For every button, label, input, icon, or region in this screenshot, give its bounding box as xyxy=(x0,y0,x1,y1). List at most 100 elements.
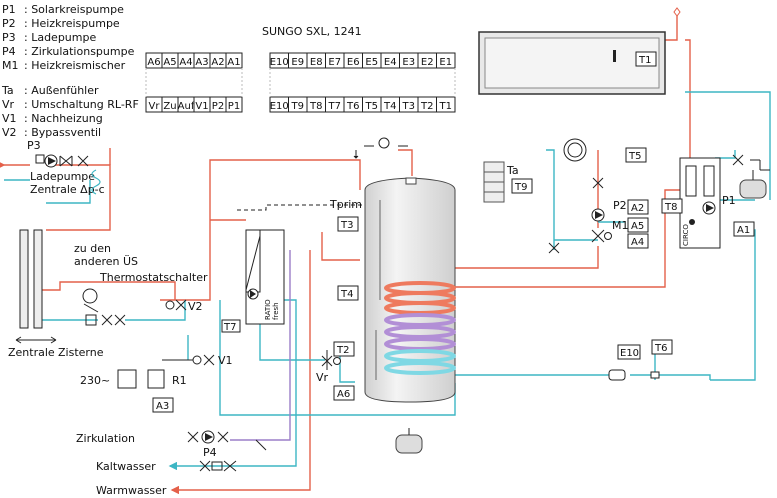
valve-v1-icon: V1 xyxy=(162,354,233,367)
terminal-label: E10 xyxy=(270,57,289,68)
t9-label: T9 xyxy=(514,182,527,193)
pump-p4: P4 xyxy=(187,430,229,459)
controller-title: SUNGO SXL, 1241 xyxy=(262,25,362,38)
legend-code: Vr xyxy=(2,98,15,111)
hot-pipe xyxy=(36,281,176,300)
cold-pipe xyxy=(546,149,555,250)
p2-label: P2 xyxy=(613,199,627,212)
terminal-label: E6 xyxy=(347,57,360,68)
zisterne-label: Zisterne xyxy=(58,346,104,359)
terminal-label: Vr xyxy=(149,101,161,112)
outdoor-sensor-ta: Ta T9 xyxy=(483,161,533,203)
terminal-label: E3 xyxy=(402,57,415,68)
legend-code: P1 xyxy=(2,3,16,16)
legend: P1: Solarkreispumpe P2: Heizkreispumpe P… xyxy=(1,3,139,139)
terminal-cell xyxy=(225,52,243,69)
expansion-vessel-icon xyxy=(395,428,423,454)
hot-pipe-solar-supply xyxy=(685,39,691,170)
cold-pipe xyxy=(46,180,91,204)
terminal-cell xyxy=(436,52,456,69)
zentrale-label: Zentrale xyxy=(8,346,55,359)
a6-box xyxy=(333,385,355,401)
legend-code: P3 xyxy=(2,31,16,44)
a3-label: A3 xyxy=(156,401,169,412)
zentrale-manifold xyxy=(15,229,57,344)
legend-text: : Heizkreismischer xyxy=(24,59,126,72)
pump-p3: P3 xyxy=(27,139,89,168)
tprim-signal-line xyxy=(237,204,364,211)
hot-pipe xyxy=(321,232,360,261)
terminal-label: A1 xyxy=(227,57,240,68)
t8-label: T8 xyxy=(664,202,677,213)
legend-text: : Nachheizung xyxy=(24,112,103,125)
terminal-label: P2 xyxy=(212,101,224,112)
terminal-label: E5 xyxy=(365,57,378,68)
terminal-label: T1 xyxy=(439,101,452,112)
ratio-fresh-station: RATIO fresh xyxy=(245,229,285,325)
terminal-label: E7 xyxy=(328,57,341,68)
terminal-label: V1 xyxy=(195,101,208,112)
legend-code: Ta xyxy=(1,84,14,97)
t6-label: T6 xyxy=(654,343,667,354)
vr-label: Vr xyxy=(316,371,329,384)
t8-box xyxy=(661,198,683,214)
mixer-m1: M1 xyxy=(591,219,629,243)
legend-code: V1 xyxy=(2,112,17,125)
valve-icon xyxy=(548,242,560,254)
legend-text: : Ladepumpe xyxy=(24,31,96,44)
terminal-label: P1 xyxy=(228,101,240,112)
air-vent-icon xyxy=(673,7,681,17)
terminal-label: E4 xyxy=(384,57,397,68)
terminal-label: T7 xyxy=(328,101,341,112)
cold-pipe xyxy=(630,374,711,380)
p1-label: P1 xyxy=(722,194,736,207)
t1-box xyxy=(635,51,657,67)
terminal-label: T2 xyxy=(420,101,433,112)
hot-pipe-heating-supply xyxy=(455,246,599,269)
v2-label: V2 xyxy=(188,300,203,313)
terminal-label: A2 xyxy=(211,57,224,68)
m1-label: M1 xyxy=(612,219,629,232)
zirkulation-pipe xyxy=(230,250,291,441)
relay-r1-icon xyxy=(147,369,165,389)
ta-label: Ta xyxy=(506,164,519,177)
t2-label: T2 xyxy=(336,345,349,356)
heat-meter-e10: E10 xyxy=(608,344,641,381)
legend-text: : Außenfühler xyxy=(24,84,99,97)
solar-safety-group-icon xyxy=(732,154,770,171)
v230-label: 230~ xyxy=(80,374,110,387)
terminal-label: E2 xyxy=(421,57,434,68)
t3-label: T3 xyxy=(340,220,353,231)
kaltwasser-valves xyxy=(199,439,267,472)
a3-box xyxy=(152,397,174,413)
pump-p2: P2 xyxy=(591,199,627,222)
radiator-icon xyxy=(563,138,587,162)
anderen-us-label: anderen ÜS xyxy=(74,255,138,268)
a5-box xyxy=(627,217,649,233)
flex-hose-icon xyxy=(91,169,101,195)
terminal-label: Zu xyxy=(163,101,176,112)
a2-box xyxy=(627,199,649,215)
terminal-label: T5 xyxy=(365,101,378,112)
cold-pipe xyxy=(125,300,186,321)
cold-pipe xyxy=(715,150,736,159)
terminal-label: E9 xyxy=(291,57,304,68)
zirkulation-label: Zirkulation xyxy=(76,432,135,445)
terminal-label: T4 xyxy=(383,101,396,112)
terminal-label: E8 xyxy=(310,57,323,68)
solar-collector xyxy=(478,31,666,95)
warmwasser-label: Warmwasser xyxy=(96,484,167,497)
t2-box xyxy=(333,341,355,357)
kaltwasser-label: Kaltwasser xyxy=(96,460,156,473)
hot-pipe-ladekreis xyxy=(46,164,111,231)
valve-icon xyxy=(85,314,126,326)
terminal-label: T8 xyxy=(309,101,322,112)
a5-label: A5 xyxy=(631,221,644,232)
pipes xyxy=(0,16,771,495)
safety-group-icon xyxy=(353,137,408,159)
p3-label: P3 xyxy=(27,139,41,152)
cold-pipe-solar-return xyxy=(710,229,756,381)
warmwasser-pipe xyxy=(178,250,311,491)
legend-code: M1 xyxy=(2,59,19,72)
